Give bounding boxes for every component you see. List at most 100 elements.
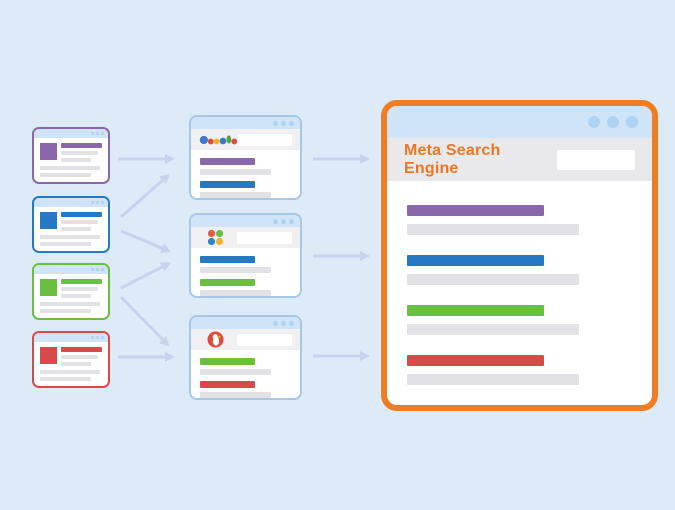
result-snippet bbox=[200, 290, 271, 296]
text-line bbox=[40, 377, 91, 381]
result-group bbox=[407, 305, 632, 335]
text-line bbox=[40, 242, 91, 246]
source-window-green bbox=[32, 263, 110, 320]
titlebar bbox=[34, 265, 108, 274]
meta-search-engine-window: Meta Search Engine bbox=[381, 100, 658, 411]
search-bar-band bbox=[191, 227, 300, 248]
titlebar bbox=[34, 198, 108, 207]
text-line bbox=[40, 166, 100, 170]
result-snippet bbox=[200, 267, 271, 273]
page-title: Meta Search Engine bbox=[404, 141, 501, 177]
result-group bbox=[407, 255, 632, 285]
thumbnail-block bbox=[40, 347, 57, 364]
result-bar bbox=[200, 381, 255, 388]
titlebar bbox=[387, 106, 652, 138]
result-bar bbox=[407, 305, 544, 316]
window-dot-icon bbox=[281, 218, 286, 224]
search-engine-window-google bbox=[189, 115, 302, 200]
result-snippet bbox=[200, 392, 271, 398]
arrow-green-to-grid bbox=[120, 262, 172, 290]
text-line bbox=[40, 173, 91, 177]
page-content bbox=[34, 342, 108, 381]
result-snippet bbox=[407, 224, 579, 235]
window-dot-icon bbox=[273, 120, 278, 126]
window-dot-icon bbox=[96, 132, 99, 135]
headline-bar bbox=[61, 279, 102, 284]
window-dot-icon bbox=[91, 268, 94, 271]
window-dot-icon bbox=[91, 201, 94, 204]
arrow-blue-to-grid bbox=[120, 229, 172, 253]
titlebar bbox=[191, 117, 300, 129]
page-content bbox=[34, 274, 108, 313]
text-line bbox=[40, 370, 100, 374]
result-bar bbox=[407, 205, 544, 216]
result-bar bbox=[407, 255, 544, 266]
duck-logo-icon bbox=[207, 331, 224, 348]
four-dots-grid-logo-icon bbox=[207, 229, 224, 246]
page-content bbox=[34, 207, 108, 246]
search-engine-window-duck bbox=[189, 315, 302, 400]
arrow-green-to-duck bbox=[119, 295, 170, 347]
text-line bbox=[61, 355, 98, 359]
window-dot-icon bbox=[101, 336, 104, 339]
window-dot-icon bbox=[273, 218, 278, 224]
results-list bbox=[191, 248, 300, 296]
window-dot-icon bbox=[101, 201, 104, 204]
window-dot-icon bbox=[91, 132, 94, 135]
headline-bar bbox=[61, 347, 102, 352]
search-box bbox=[237, 333, 292, 346]
page-content bbox=[34, 138, 108, 177]
window-dot-icon bbox=[626, 116, 638, 128]
google-dots-logo-icon bbox=[199, 134, 238, 144]
window-dot-icon bbox=[607, 116, 619, 128]
text-line bbox=[61, 362, 91, 366]
source-window-red bbox=[32, 331, 110, 388]
results-list bbox=[387, 181, 652, 385]
titlebar bbox=[191, 317, 300, 329]
window-dot-icon bbox=[96, 336, 99, 339]
text-line bbox=[40, 235, 100, 239]
window-dot-icon bbox=[101, 268, 104, 271]
result-snippet bbox=[407, 274, 579, 285]
window-dot-icon bbox=[101, 132, 104, 135]
window-dot-icon bbox=[281, 320, 286, 326]
text-line bbox=[40, 309, 91, 313]
search-bar-band bbox=[191, 129, 300, 150]
result-bar bbox=[200, 181, 255, 188]
window-dot-icon bbox=[281, 120, 286, 126]
arrow-blue-to-google bbox=[120, 173, 170, 219]
result-group bbox=[407, 355, 632, 385]
text-line bbox=[61, 227, 91, 231]
text-line bbox=[61, 294, 91, 298]
text-line bbox=[61, 151, 98, 155]
window-dot-icon bbox=[588, 116, 600, 128]
thumbnail-block bbox=[40, 143, 57, 160]
results-list bbox=[191, 150, 300, 198]
text-line bbox=[61, 158, 91, 162]
window-dot-icon bbox=[289, 120, 294, 126]
headline-bar bbox=[61, 143, 102, 148]
window-dot-icon bbox=[289, 218, 294, 224]
meta-header-band: Meta Search Engine bbox=[387, 138, 652, 181]
result-bar bbox=[407, 355, 544, 366]
search-box bbox=[237, 231, 292, 244]
source-window-purple bbox=[32, 127, 110, 184]
result-snippet bbox=[407, 374, 579, 385]
result-bar bbox=[200, 256, 255, 263]
headline-bar bbox=[61, 212, 102, 217]
search-bar-band bbox=[191, 329, 300, 350]
search-engine-window-grid bbox=[189, 213, 302, 298]
result-bar bbox=[200, 358, 255, 365]
window-dot-icon bbox=[273, 320, 278, 326]
window-dot-icon bbox=[96, 268, 99, 271]
result-bar bbox=[200, 279, 255, 286]
result-snippet bbox=[200, 369, 271, 375]
result-snippet bbox=[407, 324, 579, 335]
result-snippet bbox=[200, 169, 271, 175]
titlebar bbox=[34, 129, 108, 138]
titlebar bbox=[191, 215, 300, 227]
search-box bbox=[556, 149, 635, 170]
text-line bbox=[61, 287, 98, 291]
results-list bbox=[191, 350, 300, 398]
